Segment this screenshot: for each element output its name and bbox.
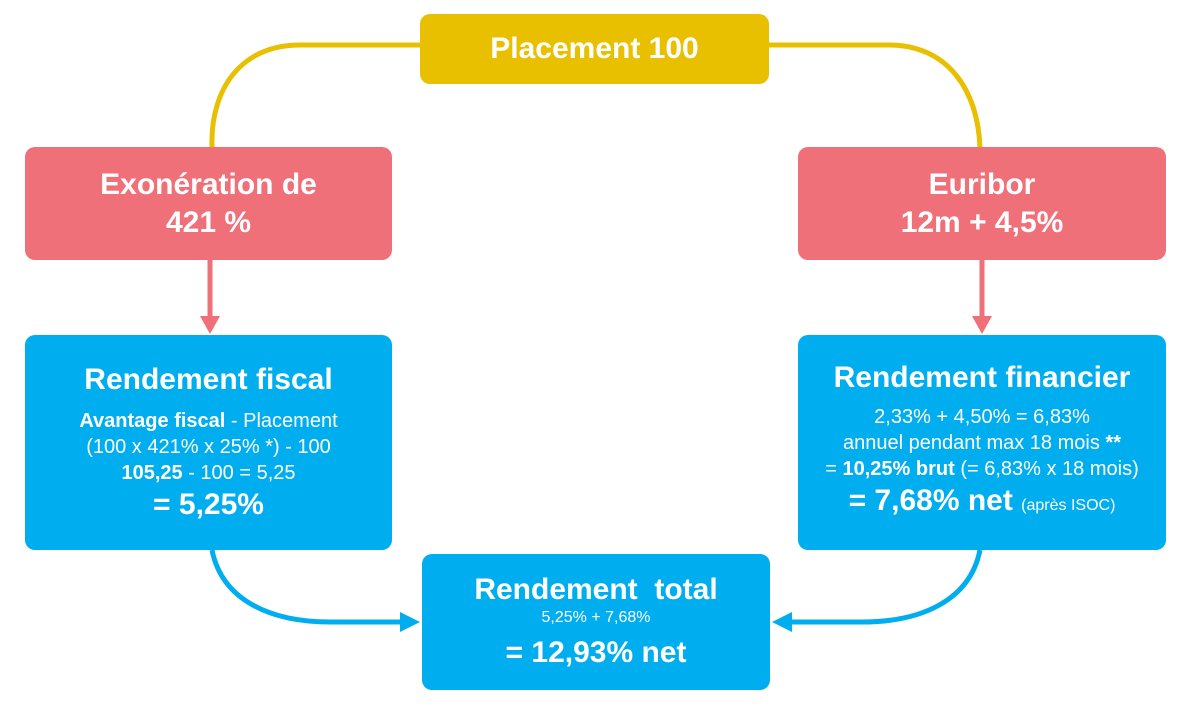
financier-line3-pre: = [825,458,843,480]
total-result: = 12,93% net [505,636,687,669]
connector-fiscal-to-total [209,549,402,625]
financier-title: Rendement financier [833,361,1131,394]
financier-line2-text: annuel pendant max 18 mois [843,432,1106,454]
fiscal-line1-rest: - Placement [225,409,338,432]
financier-result-note: (après ISOC) [1021,497,1116,514]
rendement-total-box: Rendement total 5,25% + 7,68% = 12,93% n… [422,554,770,690]
financier-line3-rest: (= 6,83% x 18 mois) [954,458,1139,480]
fiscal-line3-rest: - 100 = 5,25 [182,461,296,484]
arrowhead-exoneration-to-fiscal [200,316,220,334]
fiscal-result: = 5,25% [153,487,264,521]
euribor-line2: 12m + 4,5% [900,205,1064,239]
connector-financier-to-total [790,549,983,625]
financier-line1: 2,33% + 4,50% = 6,83% [874,406,1090,428]
euribor-box: Euribor 12m + 4,5% [798,147,1166,260]
exoneration-line2: 421 % [165,205,252,239]
fiscal-line3: 105,25 - 100 = 5,25 [121,460,295,486]
fiscal-title: Rendement fiscal [84,362,333,396]
financier-result-value: = 7,68% net [848,484,1022,517]
fiscal-line2: (100 x 421% x 25% *) - 100 [86,435,331,458]
fiscal-line1: Avantage fiscal - Placement [79,408,337,434]
arrowhead-fiscal-to-total [400,612,420,632]
total-formula: 5,25% + 7,68% [541,609,651,626]
connector-placement-to-euribor [768,42,983,149]
exoneration-line1: Exonération de [100,167,317,201]
fiscal-line3-bold: 105,25 [121,461,183,484]
placement-box: Placement 100 [420,14,769,84]
total-title: Rendement total [474,573,718,606]
placement-label: Placement 100 [490,32,699,65]
financier-result: = 7,68% net (après ISOC) [849,482,1116,525]
arrowhead-financier-to-total [772,612,792,632]
exoneration-box: Exonération de 421 % [25,147,392,260]
euribor-line1: Euribor [928,167,1036,201]
fiscal-line1-bold: Avantage fiscal [79,409,226,432]
rendement-fiscal-box: Rendement fiscal Avantage fiscal - Place… [25,335,392,550]
financier-line2-mark: ** [1105,432,1121,454]
financier-line3-bold: 10,25% brut [842,458,955,480]
financier-line2: annuel pendant max 18 mois ** [843,430,1121,456]
connector-placement-to-exoneration [209,42,420,149]
arrowhead-euribor-to-financier [972,316,992,334]
financier-line3: = 10,25% brut (= 6,83% x 18 mois) [825,456,1138,482]
rendement-financier-box: Rendement financier 2,33% + 4,50% = 6,83… [798,335,1166,550]
